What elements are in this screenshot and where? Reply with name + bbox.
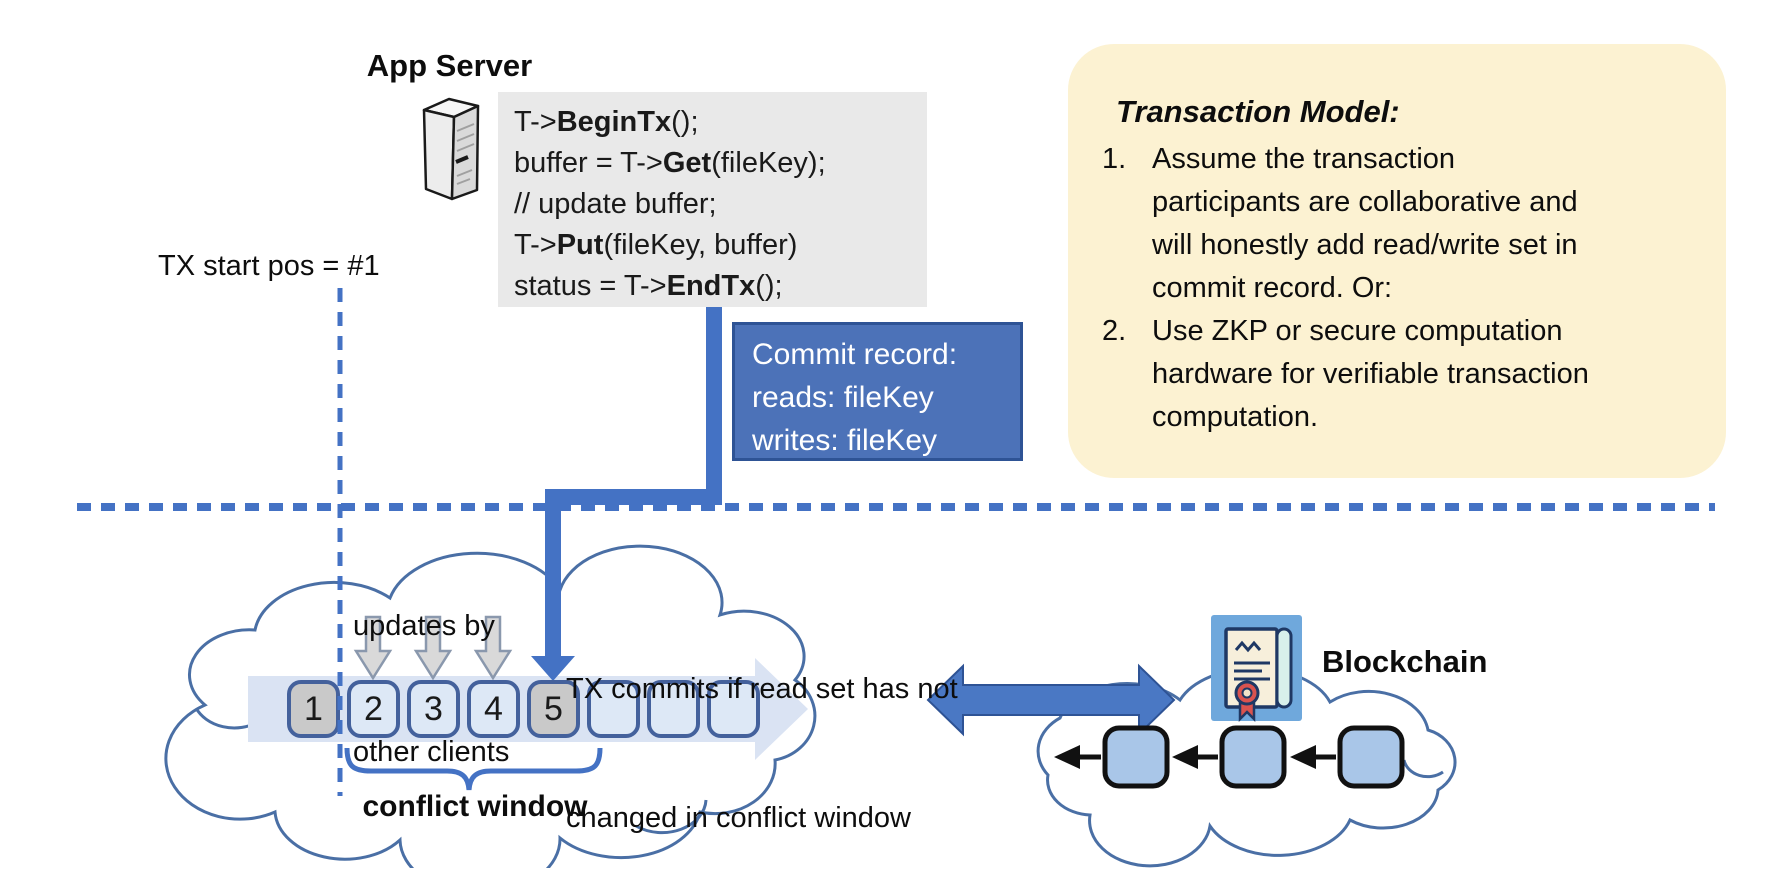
commit-record-line: Commit record: bbox=[752, 338, 958, 371]
timeline-slot-2: 2 bbox=[347, 680, 400, 738]
commit-record-line: reads: fileKey bbox=[752, 381, 934, 414]
sync-double-arrow bbox=[926, 663, 1176, 737]
timeline-slot-3: 3 bbox=[407, 680, 460, 738]
blockchain-label: Blockchain bbox=[1322, 644, 1488, 679]
update-arrow-icon bbox=[413, 615, 453, 681]
timeline-slot-1: 1 bbox=[287, 680, 340, 738]
timeline-slot-6 bbox=[587, 680, 640, 738]
tx-commits-label: TX commits if read set has not changed i… bbox=[566, 582, 958, 883]
timeline-slot-7 bbox=[647, 680, 700, 738]
tx-start-pos-label: TX start pos = #1 bbox=[158, 250, 380, 282]
update-arrow-icon bbox=[473, 615, 513, 681]
note-item-number: 1. bbox=[1102, 143, 1127, 175]
blockchain-block bbox=[1219, 725, 1287, 789]
slot-number: 1 bbox=[304, 689, 323, 728]
slot-number: 3 bbox=[424, 689, 443, 728]
updates-label-line: updates by bbox=[353, 610, 495, 642]
commit-elbow-arrow bbox=[531, 307, 722, 681]
conflict-window-label: conflict window bbox=[362, 790, 588, 823]
transaction-code-block: T->BeginTx(); buffer = T->Get(fileKey); … bbox=[498, 92, 927, 307]
code-line: // update buffer; bbox=[514, 188, 717, 220]
note-title: Transaction Model: bbox=[1116, 94, 1400, 129]
cloud-curl bbox=[635, 799, 708, 835]
chain-arrow-icon bbox=[1054, 745, 1101, 769]
timeline-slot-8 bbox=[707, 680, 760, 738]
chain-arrow-icon bbox=[1290, 745, 1336, 769]
code-line: status = T->EndTx(); bbox=[514, 270, 783, 302]
commit-record-box: Commit record: reads: fileKey writes: fi… bbox=[732, 322, 1023, 461]
note-item-number: 2. bbox=[1102, 315, 1127, 347]
commit-record-line: writes: fileKey bbox=[752, 424, 938, 457]
blockchain-block bbox=[1337, 725, 1405, 789]
note-item: 2. Use ZKP or secure computation hardwar… bbox=[1102, 310, 1708, 439]
tx-commits-line: TX commits if read set has not bbox=[566, 673, 958, 705]
certificate-seal-icon bbox=[1211, 615, 1302, 723]
timeline-slot-4: 4 bbox=[467, 680, 520, 738]
code-line: T->BeginTx(); bbox=[514, 106, 699, 138]
app-server-label: App Server bbox=[366, 48, 533, 83]
note-item-text: Use ZKP or secure computation hardware f… bbox=[1152, 315, 1589, 433]
note-item-text: Assume the transaction participants are … bbox=[1152, 143, 1578, 304]
blockchain-block bbox=[1102, 725, 1170, 789]
updates-label-line: other clients bbox=[353, 736, 510, 768]
code-line: T->Put(fileKey, buffer) bbox=[514, 229, 798, 261]
update-arrow-icon bbox=[353, 615, 393, 681]
transaction-model-note: Transaction Model: 1. Assume the transac… bbox=[1068, 44, 1726, 478]
slot-number: 2 bbox=[364, 689, 383, 728]
server-icon bbox=[422, 97, 480, 201]
slot-number: 5 bbox=[544, 689, 563, 728]
tx-commits-line: changed in conflict window bbox=[566, 802, 911, 834]
cloud-curl bbox=[1402, 759, 1444, 779]
chain-arrow-icon bbox=[1172, 745, 1218, 769]
conflict-window-brace bbox=[344, 747, 603, 791]
blockchain-chain bbox=[1054, 725, 1405, 789]
updates-by-other-clients-label: updates by other clients bbox=[353, 521, 509, 815]
timeline-slot-5: 5 bbox=[527, 680, 580, 738]
slot-number: 4 bbox=[484, 689, 503, 728]
code-line: buffer = T->Get(fileKey); bbox=[514, 147, 826, 179]
note-item: 1. Assume the transaction participants a… bbox=[1102, 138, 1708, 310]
